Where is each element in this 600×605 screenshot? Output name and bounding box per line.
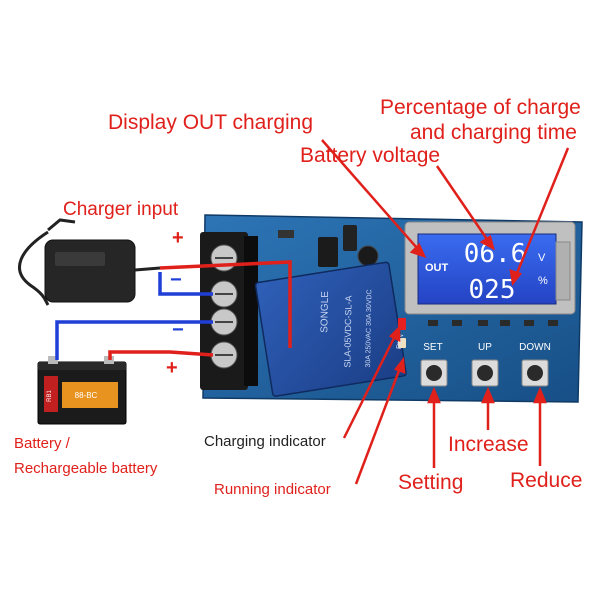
label-display-out: Display OUT charging [108, 111, 314, 134]
relay-model: SLA-05VDC-SL-A [342, 295, 353, 367]
lcd-voltage: 06.6 [464, 239, 527, 269]
battery-negative-wire [55, 320, 213, 360]
set-button[interactable] [420, 359, 448, 387]
arrow-charging-indicator [342, 327, 401, 439]
label-running-indicator: Running indicator [214, 481, 331, 498]
up-button[interactable] [471, 359, 499, 387]
battery-badge: RB1 [47, 390, 53, 402]
lcd-voltage-unit: V [538, 252, 546, 264]
up-label: UP [478, 342, 492, 353]
terminal-screw-4 [210, 341, 238, 369]
arrow-percentage [511, 147, 570, 284]
lcd-percent: 025 [469, 275, 516, 305]
terminal-screw-2 [210, 280, 238, 308]
battery-positive-wire [108, 350, 214, 360]
label-minus-bottom: − [172, 319, 184, 341]
lcd-display: OUT 06.6 V 025 % [404, 221, 576, 315]
relay-brand: SONGLE [319, 291, 331, 333]
diode [278, 230, 294, 238]
set-label: SET [423, 342, 442, 353]
arrow-battery-voltage [435, 165, 495, 249]
label-battery-line1: Battery / [14, 435, 70, 452]
label-plus-top: + [172, 227, 184, 249]
arrow-running-indicator [354, 359, 405, 485]
label-percentage-line2: and charging time [410, 121, 577, 144]
label-plus-bottom: + [166, 357, 178, 379]
label-minus-top: − [170, 269, 182, 291]
relay-spec: 30A 250VAC 30A 30VDC [365, 289, 373, 367]
annotation-arrows [321, 139, 570, 485]
run-label: RUN [396, 334, 406, 350]
label-setting: Setting [398, 471, 464, 494]
battery-brand: 88-BC [75, 391, 98, 400]
wires [55, 260, 292, 360]
down-button[interactable] [521, 359, 549, 387]
label-battery-voltage: Battery voltage [300, 144, 441, 167]
down-label: DOWN [519, 342, 551, 353]
lcd-out-label: OUT [425, 262, 449, 274]
label-charger-input: Charger input [63, 199, 179, 220]
charger-positive-wire [159, 260, 292, 348]
label-charging-indicator: Charging indicator [204, 433, 326, 450]
charger-adapter [18, 218, 161, 306]
relay: SONGLE SLA-05VDC-SL-A 30A 250VAC 30A 30V… [254, 261, 407, 397]
capacitor [357, 245, 379, 267]
label-percentage-line1: Percentage of charge [380, 96, 581, 119]
voltage-regulator [318, 237, 338, 267]
label-reduce: Reduce [510, 469, 583, 492]
screw-terminal-block [200, 232, 258, 390]
chip-component [343, 225, 357, 251]
battery: 88-BC RB1 [37, 356, 127, 425]
label-battery-line2: Rechargeable battery [14, 460, 158, 477]
charger-negative-wire [158, 272, 213, 296]
label-increase: Increase [448, 433, 529, 456]
arrow-display-out [321, 139, 425, 257]
terminal-screw-3 [210, 308, 238, 336]
smd-component-row [428, 320, 558, 326]
lcd-percent-unit: % [538, 275, 548, 287]
